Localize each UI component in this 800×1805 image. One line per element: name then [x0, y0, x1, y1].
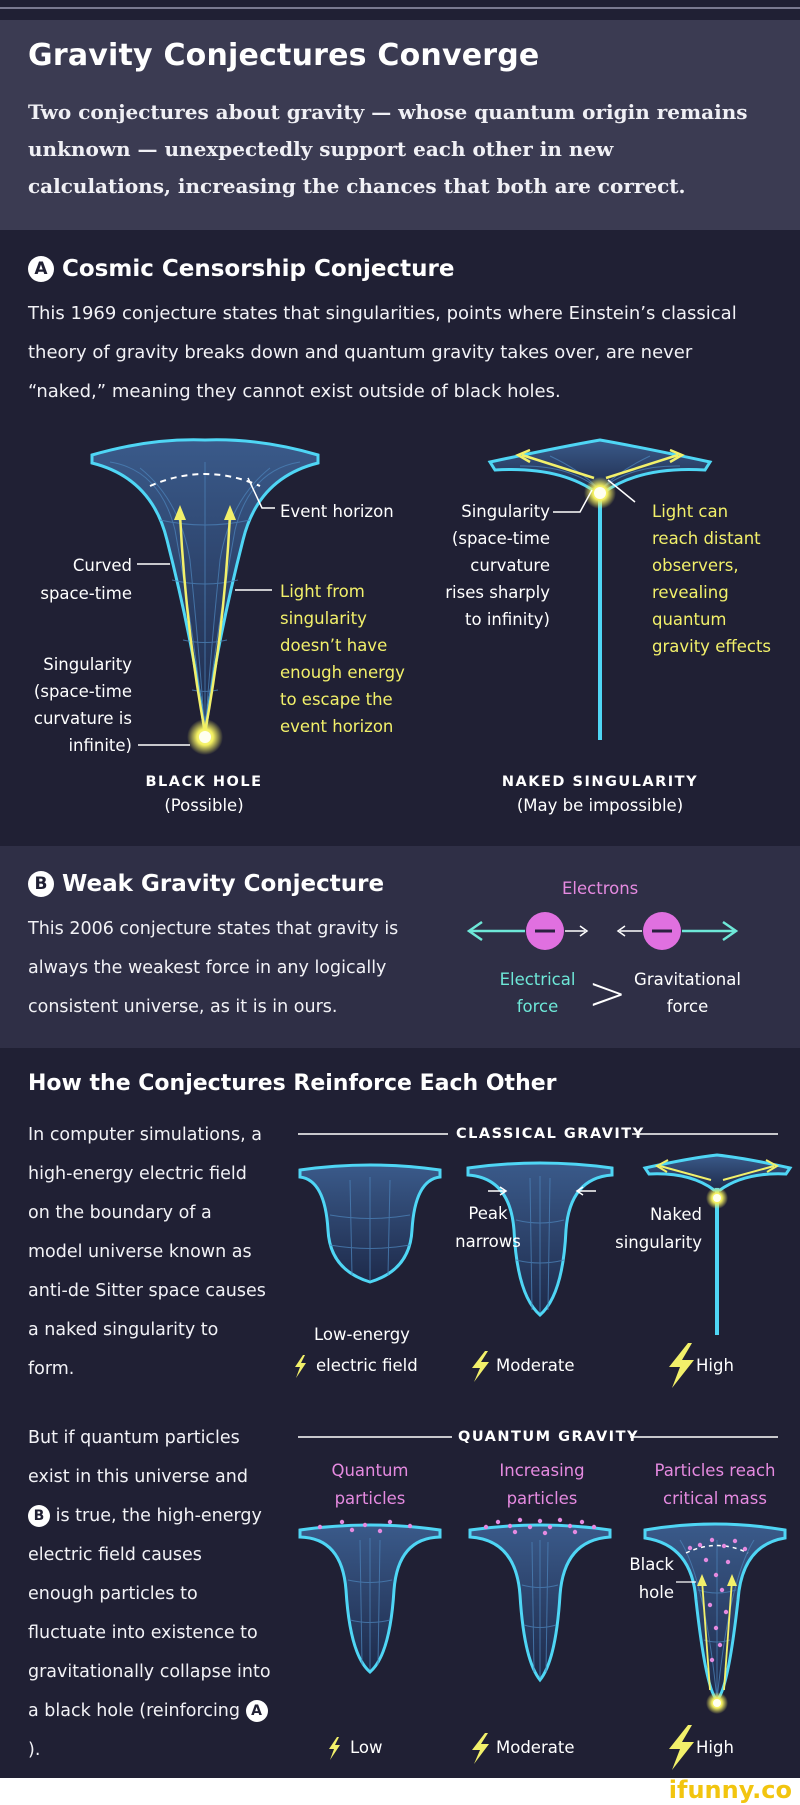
quantum-high-black-hole [643, 1522, 787, 1703]
bolt-icon-high [669, 1343, 694, 1388]
ns-singularity-label-3: curvature [470, 556, 550, 575]
moderate-label: Moderate [496, 1356, 575, 1375]
classical-description: In computer simulations, a high-energy e… [28, 1125, 266, 1379]
classical-gravity-diagram [295, 1133, 793, 1388]
quantum-text-2: is true, the high-energy electric field … [28, 1506, 271, 1721]
naked-singularity-diagram [487, 438, 713, 740]
ns-singularity-label-5: to infinity) [465, 610, 550, 629]
badge-b: B [28, 871, 54, 897]
quantum-text-3: ). [28, 1740, 41, 1760]
quantum-description: But if quantum particles exist in this u… [28, 1419, 273, 1770]
naked-singularity-caption: NAKED SINGULARITY [501, 774, 699, 790]
high-energy-naked-singularity [642, 1153, 793, 1192]
curved-label-2: space-time [40, 584, 132, 603]
naked-label-1: Naked [649, 1205, 702, 1224]
naked-singularity-surface [487, 438, 713, 495]
bh-singularity-label-2: (space-time [33, 682, 132, 701]
curved-label-1: Curved [72, 556, 132, 575]
section-b-heading: B Weak Gravity Conjecture [28, 871, 384, 897]
ns-light-label-3: observers, [652, 556, 739, 575]
bh-singularity-label-3: curvature is [33, 709, 132, 728]
top-rule [0, 7, 800, 9]
electron-force-diagram [466, 912, 739, 950]
electrical-force-label-2: force [516, 997, 559, 1016]
bh-light-label-5: to escape the [280, 690, 393, 709]
event-horizon-dashed [149, 473, 261, 487]
ns-singularity-label-1: Singularity [461, 502, 550, 521]
inline-badge-a: A [245, 1700, 268, 1722]
peak-label-1: Peak [468, 1204, 508, 1223]
classical-gravity-label: CLASSICAL GRAVITY [456, 1126, 645, 1142]
bh-light-label-1: Light from [280, 582, 365, 601]
bh-light-label-4: enough energy [280, 663, 405, 682]
electrons-label: Electrons [562, 879, 639, 898]
high-label: High [696, 1356, 734, 1375]
page-subtitle: Two conjectures about gravity — whose qu… [28, 100, 748, 198]
light-ray-right [203, 514, 232, 733]
section-a-body: This 1969 conjecture states that singula… [28, 303, 737, 402]
peak-label-2: narrows [455, 1232, 521, 1251]
black-hole-label-2: hole [638, 1583, 674, 1602]
bolt-icon-quantum-moderate [472, 1733, 489, 1764]
ns-light-label-4: revealing [652, 583, 729, 602]
inline-badge-b: B [28, 1505, 50, 1527]
ns-singularity-label-2: (space-time [451, 529, 550, 548]
light-ray-left [178, 514, 207, 733]
event-horizon-label: Event horizon [280, 502, 394, 521]
footer-bar [0, 1778, 800, 1805]
black-hole-caption-sub: (Possible) [164, 796, 244, 815]
low-energy-label: Low-energy [314, 1325, 410, 1344]
naked-light-left [521, 453, 595, 480]
black-hole-label-1: Black [629, 1555, 674, 1574]
gravitational-force-label-2: force [666, 997, 709, 1016]
ns-light-label-1: Light can [652, 502, 729, 521]
critical-mass-label-2: critical mass [663, 1489, 767, 1508]
ifunny-logo[interactable]: ifunny.co [668, 1776, 792, 1804]
badge-a: A [28, 256, 54, 282]
page-title: Gravity Conjectures Converge [28, 38, 540, 73]
ns-light-label-6: gravity effects [652, 637, 772, 656]
quantum-low-label: Low [350, 1738, 383, 1757]
increasing-particles-label-2: particles [506, 1489, 578, 1508]
naked-label-2: singularity [615, 1233, 702, 1252]
increasing-particles-label-1: Increasing [499, 1461, 585, 1480]
electrical-force-label-1: Electrical [499, 970, 576, 989]
quantum-gravity-label: QUANTUM GRAVITY [458, 1429, 639, 1445]
bolt-icon-moderate [472, 1351, 489, 1382]
bh-light-label-6: event horizon [280, 717, 394, 736]
section-a-heading-text: Cosmic Censorship Conjecture [62, 256, 455, 282]
quantum-high-label: High [696, 1738, 734, 1757]
ns-light-label-5: quantum [652, 610, 727, 629]
bolt-icon-quantum-low [329, 1737, 340, 1760]
bh-singularity-label-4: infinite) [68, 736, 132, 755]
naked-light-right [605, 453, 679, 480]
naked-singularity-caption-sub: (May be impossible) [516, 796, 684, 815]
gravitational-force-label-1: Gravitational [634, 970, 741, 989]
electric-field-label: electric field [316, 1356, 418, 1375]
bh-singularity-label-1: Singularity [43, 655, 132, 674]
section-b-heading-text: Weak Gravity Conjecture [62, 871, 385, 897]
black-hole-funnel [90, 438, 320, 755]
critical-mass-label-1: Particles reach [654, 1461, 776, 1480]
bolt-icon-quantum-high [669, 1725, 694, 1770]
bh-light-label-3: doesn’t have [280, 636, 388, 655]
section-a-panel [0, 230, 800, 846]
header-panel [0, 20, 800, 230]
black-hole-caption: BLACK HOLE [145, 774, 263, 790]
section-a-heading: A Cosmic Censorship Conjecture [28, 256, 454, 282]
quantum-particles-label-2: particles [334, 1489, 406, 1508]
section-c-heading: How the Conjectures Reinforce Each Other [28, 1071, 557, 1096]
quantum-moderate-label: Moderate [496, 1738, 575, 1757]
bolt-icon-low [295, 1355, 306, 1378]
ns-singularity-label-4: rises sharply [445, 583, 550, 602]
ns-light-label-2: reach distant [652, 529, 761, 548]
quantum-particles-label-1: Quantum [331, 1461, 409, 1480]
quantum-text-1: But if quantum particles exist in this u… [28, 1428, 248, 1487]
bh-light-label-2: singularity [280, 609, 367, 628]
section-b-body: This 2006 conjecture states that gravity… [28, 919, 399, 1017]
